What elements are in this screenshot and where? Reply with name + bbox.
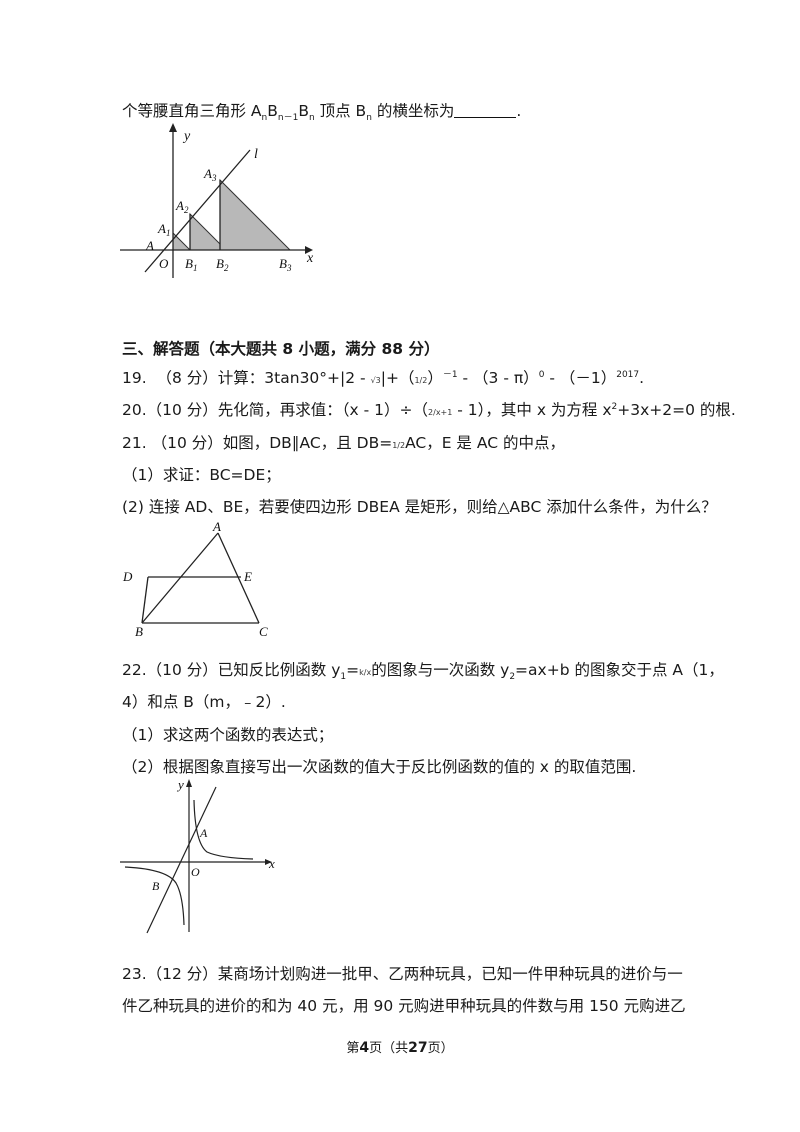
svg-text:A2: A2 [175,198,189,215]
page-number: 4 [359,1040,370,1056]
q19-abs-frac: √3 [370,376,381,385]
linear-function-line [146,786,217,934]
q20-sup: 2 [611,401,618,412]
q22-part2: （2）根据图象直接写出一次函数的值大于反比例函数的值的 x 的取值范围. [122,758,637,776]
footer-pre: 第 [346,1041,360,1056]
figure-triangles: l y x O A A1 A2 A3 B1 B2 B3 [120,123,314,278]
svg-text:C: C [259,624,268,639]
footer-mid: 页（共 [369,1041,409,1056]
q23-line1: 23.（12 分）某商场计划购进一批甲、乙两种玩具，已知一件甲种玩具的进价与一 [122,965,683,983]
figure-function-graph: y x A O B [120,777,275,934]
q19-paren: ） [427,369,443,387]
q18-b1: B [267,102,278,120]
svg-text:A: A [145,238,154,253]
q22-line1: 22.（10 分）已知反比例函数 y1=k/x的图象与一次函数 y2=ax+b … [122,660,724,683]
q22-text1: 22.（10 分）已知反比例函数 y [122,661,341,679]
answer-blank [454,103,517,118]
hyperbola-branch-3 [124,866,185,926]
svg-text:A: A [212,520,221,534]
svg-text:y: y [182,129,191,144]
q18-tail-line: 个等腰直角三角形 AnBn－1Bn 顶点 Bn 的横坐标为. [122,101,522,124]
triangle-a3b3 [219,178,292,251]
svg-text:A1: A1 [157,221,170,238]
q18-mid: 顶点 B [314,102,367,120]
q22-frac: k/x [359,668,372,677]
q22-text2: 的图象与一次函数 y [371,661,510,679]
q22-line2: 4）和点 B（m，﹣2）. [122,693,286,711]
page-footer: 第4页（共27页） [0,1037,800,1056]
q19-exp-neg1: －1 [442,369,458,380]
q19-line: 19. （8 分）计算：3tan30°+|2 - √3|+（1/2）－1 - （… [122,368,644,391]
q20-text1: 20.（10 分）先化简，再求值：（x - 1）÷（ [122,401,429,419]
q19-mid2: - （－1） [544,369,617,387]
svg-text:D: D [122,569,133,584]
q18-sub-n1: n－1 [277,113,299,124]
q19-text: （8 分）计算：3tan30°+ [156,369,341,387]
q19-exp-2017: 2017 [616,369,640,380]
q19-power-frac: 1/2 [414,376,428,385]
q21-text2: AC，E 是 AC 的中点， [405,434,565,452]
q22-sub1: 1 [340,672,347,683]
section-heading: 三、解答题（本大题共 8 小题，满分 88 分） [122,340,440,358]
svg-text:l: l [254,147,258,162]
q18-sub-n3: n [366,113,372,124]
q21-line1: 21. （10 分）如图，DB∥AC，且 DB=1/2AC，E 是 AC 的中点… [122,433,565,456]
q22-sub2: 2 [509,672,516,683]
q18-suffix: 的横坐标为 [371,102,455,120]
svg-text:O: O [159,256,169,271]
q19-abs: |2 - [340,369,371,387]
footer-post: 页） [427,1041,454,1056]
q22-part1: （1）求这两个函数的表达式； [122,726,334,744]
page-total: 27 [408,1040,428,1056]
svg-text:B2: B2 [216,256,229,273]
q19-exp-zero: 0 [538,369,545,380]
q18-prefix: 个等腰直角三角形 A [122,102,262,120]
svg-text:O: O [191,865,200,879]
q23-line2: 件乙种玩具的进价的和为 40 元，用 90 元购进甲种玩具的件数与用 150 元… [122,997,686,1015]
svg-text:x: x [268,856,275,871]
q20-text3: +3x+2=0 的根. [617,401,736,419]
q19-mid: - （3 - π） [457,369,539,387]
svg-text:x: x [306,251,314,266]
q20-frac: 2/x+1 [428,408,453,417]
q18-end: . [516,102,522,120]
q18-sub-n2: n [308,113,315,124]
svg-text:A: A [199,826,208,840]
q18-sub-n: n [261,113,268,124]
q19-end: . [639,369,645,387]
svg-text:B1: B1 [185,256,197,273]
q20-text2: - 1），其中 x 为方程 x [452,401,612,419]
svg-text:A3: A3 [203,166,217,183]
q19-number: 19. [122,369,147,387]
q22-text3: =ax+b 的图象交于点 A（1， [515,661,724,679]
figure-parallelogram: A D E B C [122,520,268,639]
svg-text:B3: B3 [279,256,292,273]
q18-b2: B [298,102,309,120]
q20-line: 20.（10 分）先化简，再求值：（x - 1）÷（2/x+1 - 1），其中 … [122,400,736,423]
hyperbola-branch-1 [193,799,254,860]
q22-eq: = [346,661,360,679]
q21-text1: 21. （10 分）如图，DB∥AC，且 DB= [122,434,393,452]
line-l [144,149,251,273]
svg-text:B: B [135,624,143,639]
q21-frac: 1/2 [392,441,406,450]
q21-part2: (2) 连接 AD、BE，若要使四边形 DBEA 是矩形，则给△ABC 添加什么… [122,498,717,516]
q21-part1: （1）求证：BC=DE； [122,466,281,484]
svg-text:y: y [176,777,184,792]
svg-text:E: E [243,569,252,584]
q19-abs-end: |+（ [380,369,415,387]
svg-text:B: B [152,879,160,893]
